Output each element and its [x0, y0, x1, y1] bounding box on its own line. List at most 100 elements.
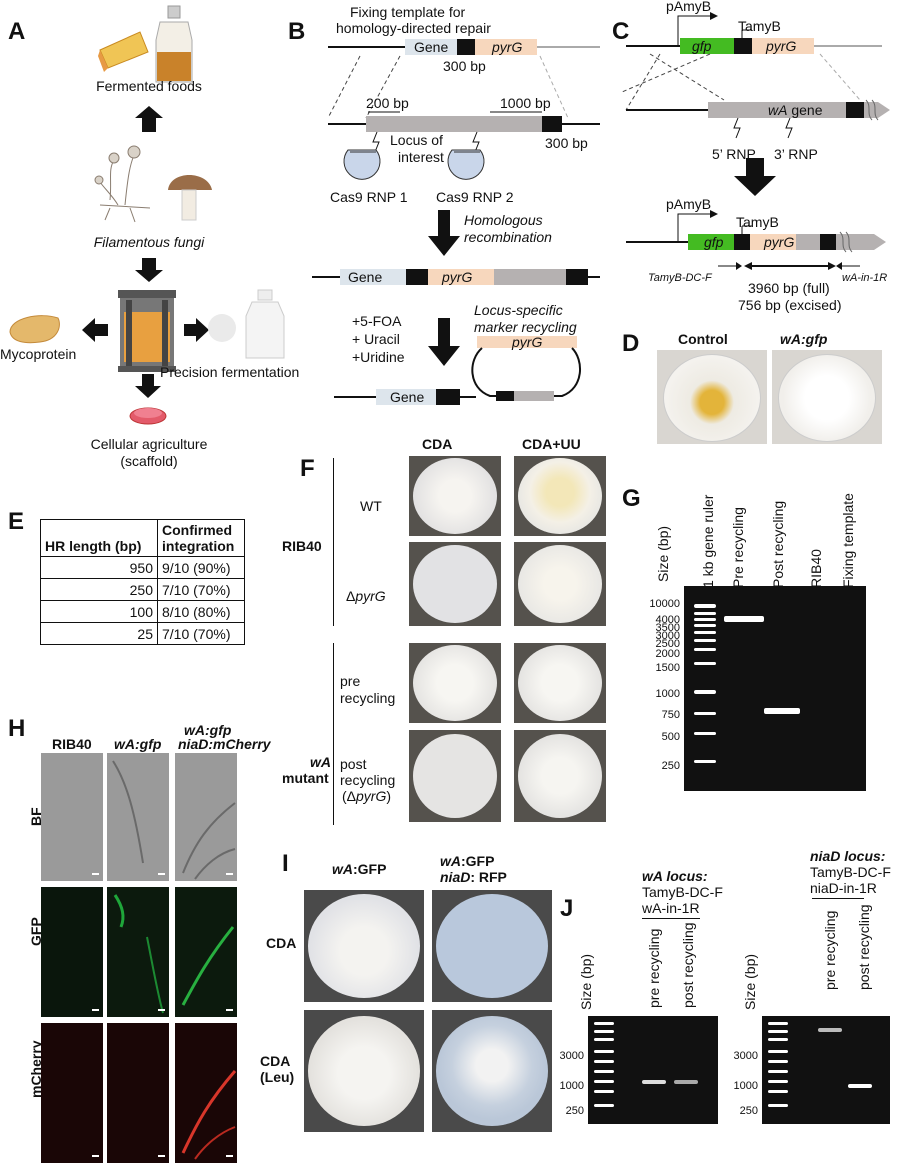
f-pyrg-italic: pyrG	[355, 588, 386, 604]
f-post-cda-photo	[409, 730, 501, 822]
i-col2-l2-italic: niaD	[440, 869, 471, 885]
h-scale-bar	[158, 873, 165, 875]
j-wa-title: wA locus:	[642, 868, 708, 884]
b-1000bp: 1000 bp	[500, 95, 551, 111]
g-ladder-250: 250	[661, 760, 680, 772]
d-control-label: Control	[678, 331, 728, 347]
j-niad-size-label: Size (bp)	[742, 953, 758, 1010]
protein-powder-icon	[208, 314, 236, 342]
f-post-l2: recycling	[340, 772, 396, 788]
c-primer-r: wA-in-1R	[842, 272, 888, 284]
panel-c-diagram	[621, 12, 890, 270]
f-cda-header: CDA	[422, 436, 453, 452]
j-ladder-band	[768, 1104, 788, 1107]
h-hyphae-bf	[112, 760, 144, 864]
label-cellular-agriculture: Cellular agriculture	[90, 436, 208, 452]
panel-label-d: D	[622, 330, 640, 357]
label-precision-fermentation: Precision fermentation	[160, 364, 300, 380]
e-result-cell: 7/10 (70%)	[157, 622, 245, 645]
c-wa-italic: wA	[768, 102, 788, 118]
label-mycoprotein: Mycoprotein	[0, 346, 77, 362]
f-wt-cdauu-photo	[514, 456, 606, 536]
f-wa-bracket	[333, 643, 334, 825]
j-ladder-band	[768, 1060, 788, 1063]
b-locus-specific-l1: Locus-specific	[474, 302, 563, 318]
h-col-rib40: RIB40	[52, 736, 92, 752]
j-wa-primer2: wA-in-1R	[642, 900, 700, 916]
h-mcherry-wagfp-niad	[175, 1023, 237, 1163]
f-pre-cdauu-photo	[514, 643, 606, 723]
f-wa-label: wA	[310, 754, 331, 770]
i-col2-l1-rest: :GFP	[461, 853, 495, 869]
h-scale-bar	[92, 1009, 99, 1011]
petri-dish-icon	[129, 407, 167, 425]
j-wa-size-label: Size (bp)	[578, 953, 594, 1010]
panel-label-b: B	[288, 18, 306, 45]
j-niad-gel	[762, 1016, 890, 1124]
c-tamyb-bottom: TamyB	[736, 214, 779, 230]
e-hr-cell: 25	[40, 622, 158, 645]
g-pre-recycling-band	[724, 616, 764, 622]
j-wa-post-label: post recycling	[680, 922, 696, 1008]
b-300bp-right: 300 bp	[545, 135, 588, 151]
g-ladder-band	[694, 639, 716, 642]
j-ladder-band	[768, 1030, 788, 1033]
i-col1-italic: wA	[332, 861, 353, 877]
i-wagfp-cda-photo	[304, 890, 424, 1002]
f-pre-l2: recycling	[340, 690, 396, 706]
f-dish	[413, 458, 497, 534]
h-scale-bar	[226, 1155, 233, 1157]
e-hr-cell: 100	[40, 600, 158, 623]
panel-b-diagram	[312, 39, 600, 405]
f-pre-l1: pre	[340, 673, 361, 689]
j-niad-title: niaD locus:	[810, 848, 886, 864]
g-ladder-band	[694, 712, 716, 715]
h-bf-wagfp	[107, 753, 169, 881]
g-lane-rib40: RIB40	[808, 549, 824, 588]
c-wa-gene: wA gene	[768, 102, 823, 118]
f-dish	[413, 645, 497, 721]
j-ladder-band	[768, 1022, 788, 1025]
j-ladder-band	[768, 1080, 788, 1083]
j-wa-pre-band	[642, 1080, 666, 1084]
b-200bp: 200 bp	[366, 95, 409, 111]
d-wagfp-photo	[772, 350, 882, 444]
d-control-dish	[663, 354, 761, 442]
h-scale-bar	[92, 1155, 99, 1157]
b-locus-l1: Locus of	[390, 132, 443, 148]
b-pyrg-label: pyrG	[492, 39, 523, 55]
f-dpyrg-cda-photo	[409, 542, 501, 626]
h-scale-bar	[226, 873, 233, 875]
g-ladder-band	[694, 612, 716, 615]
panel-label-e: E	[8, 508, 25, 535]
f-pre-cda-photo	[409, 643, 501, 723]
j-wa-3000: 3000	[559, 1050, 584, 1062]
panel-label-c: C	[612, 18, 630, 45]
j-ladder-band	[594, 1090, 614, 1093]
j-ladder-band	[594, 1104, 614, 1107]
f-wt-label: WT	[360, 498, 382, 514]
h-mcherry-rib40	[41, 1023, 103, 1163]
panel-label-h: H	[8, 715, 26, 742]
b-fixing-template-l1: Fixing template for	[350, 4, 466, 20]
g-ladder-2000: 2000	[655, 648, 680, 660]
f-dish	[518, 545, 602, 623]
arrow-left-icon	[82, 318, 108, 342]
g-ladder-1000: 1000	[655, 688, 680, 700]
i-col2-header-l1: wA:GFP	[440, 853, 494, 869]
f-post-cdauu-photo	[514, 730, 606, 822]
c-pyrg-top: pyrG	[766, 38, 797, 54]
h-hyphae-mcherry	[181, 1070, 237, 1160]
cheese-icon	[98, 31, 149, 72]
c-wa-rest: gene	[787, 102, 823, 118]
e-hr-cell: 950	[40, 556, 158, 579]
f-dish	[518, 458, 602, 534]
g-post-recycling-band	[764, 708, 800, 714]
panel-a-illustration	[9, 5, 285, 425]
e-result-cell: 7/10 (70%)	[157, 578, 245, 601]
c-rnp5: 5’ RNP	[712, 146, 756, 162]
panel-label-f: F	[300, 455, 315, 482]
j-niad-pre-band	[818, 1028, 842, 1032]
c-primer-f: TamyB-DC-F	[648, 272, 712, 284]
